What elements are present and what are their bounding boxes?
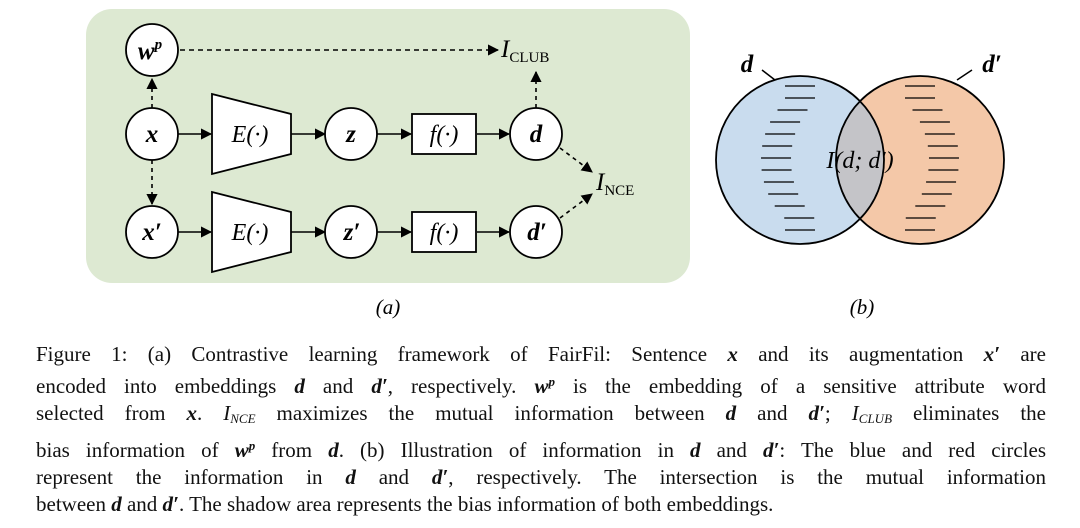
d-to-nce-arrow [559,147,593,173]
panel-b-label: (b) [850,295,875,319]
caption-symbol: x′ [983,342,1001,366]
venn-center-label: I(d; d′) [825,148,893,174]
right-circle [836,76,1004,244]
node-wp: wp [125,23,179,77]
svg-text:d: d [530,121,543,148]
svg-text:d′: d′ [527,219,547,246]
caption-symbol: d′ [763,438,780,462]
caption-symbol: d [725,401,737,425]
svg-text:wp: wp [138,37,163,65]
right-circle-label: d′ [982,51,1002,78]
svg-text:x′: x′ [141,219,162,246]
caption-line: between d and d′. The shadow area repres… [36,492,774,516]
right-hatching [905,85,959,231]
caption-symbol: x [186,401,197,425]
svg-text:f(·): f(·) [430,220,459,246]
venn-diagram: I(d; d′) d d′ [715,51,1005,245]
node-d-prime: d′ [509,205,563,259]
caption-symbol: d′ [371,374,388,398]
caption-symbol: wp [534,374,555,398]
left-circle-label: d [741,51,754,78]
filter-bottom: f(·) [411,211,477,253]
figure-caption: Figure 1: (a) Contrastive learning frame… [36,341,1046,518]
caption-symbol: d [111,492,122,516]
club-label: ICLUB [500,36,549,66]
left-hatching [761,85,815,231]
dprime-to-nce-arrow [559,193,593,219]
caption-line: represent the information in d and d′, r… [36,465,1046,489]
figure-canvas: wp x x′ E(·) E(·) z z′ f(·) f(·) d d′ [86,9,1005,319]
node-x: x [125,107,179,161]
svg-text:E(·): E(·) [231,220,269,246]
caption-mi-symbol: INCE [223,401,256,426]
caption-symbol: d′ [808,401,825,425]
caption-line: bias information of wp from d. (b) Illus… [36,438,1046,462]
caption-mi-symbol: ICLUB [851,401,893,426]
node-z: z [324,107,378,161]
svg-text:E(·): E(·) [231,122,269,148]
node-d: d [509,107,563,161]
caption-symbol: d′ [431,465,449,489]
encoder-top: E(·) [211,92,292,176]
caption-line: Figure 1: (a) Contrastive learning frame… [36,342,1047,366]
caption-line: encoded into embeddings d and d′, respec… [36,374,1046,398]
svg-text:z: z [345,121,356,148]
caption-symbol: d′ [162,492,179,516]
svg-text:f(·): f(·) [430,122,459,148]
caption-line: selected from x. INCE maximizes the mutu… [36,401,1047,426]
caption-symbol: d [690,438,701,462]
svg-text:x: x [145,121,159,148]
caption-symbol: d [345,465,356,489]
svg-text:z′: z′ [343,219,361,246]
caption-symbol: d [328,438,339,462]
caption-symbol: x [727,342,738,366]
caption-symbol: wp [234,438,256,462]
filter-top: f(·) [411,113,477,155]
node-x-prime: x′ [125,205,179,259]
left-label-leader [761,69,776,81]
panel-a-label: (a) [376,295,401,319]
encoder-bottom: E(·) [211,190,292,274]
nce-label: INCE [595,169,634,199]
right-label-leader [956,69,973,81]
node-z-prime: z′ [324,205,378,259]
left-circle [716,76,884,244]
caption-symbol: d [294,374,305,398]
